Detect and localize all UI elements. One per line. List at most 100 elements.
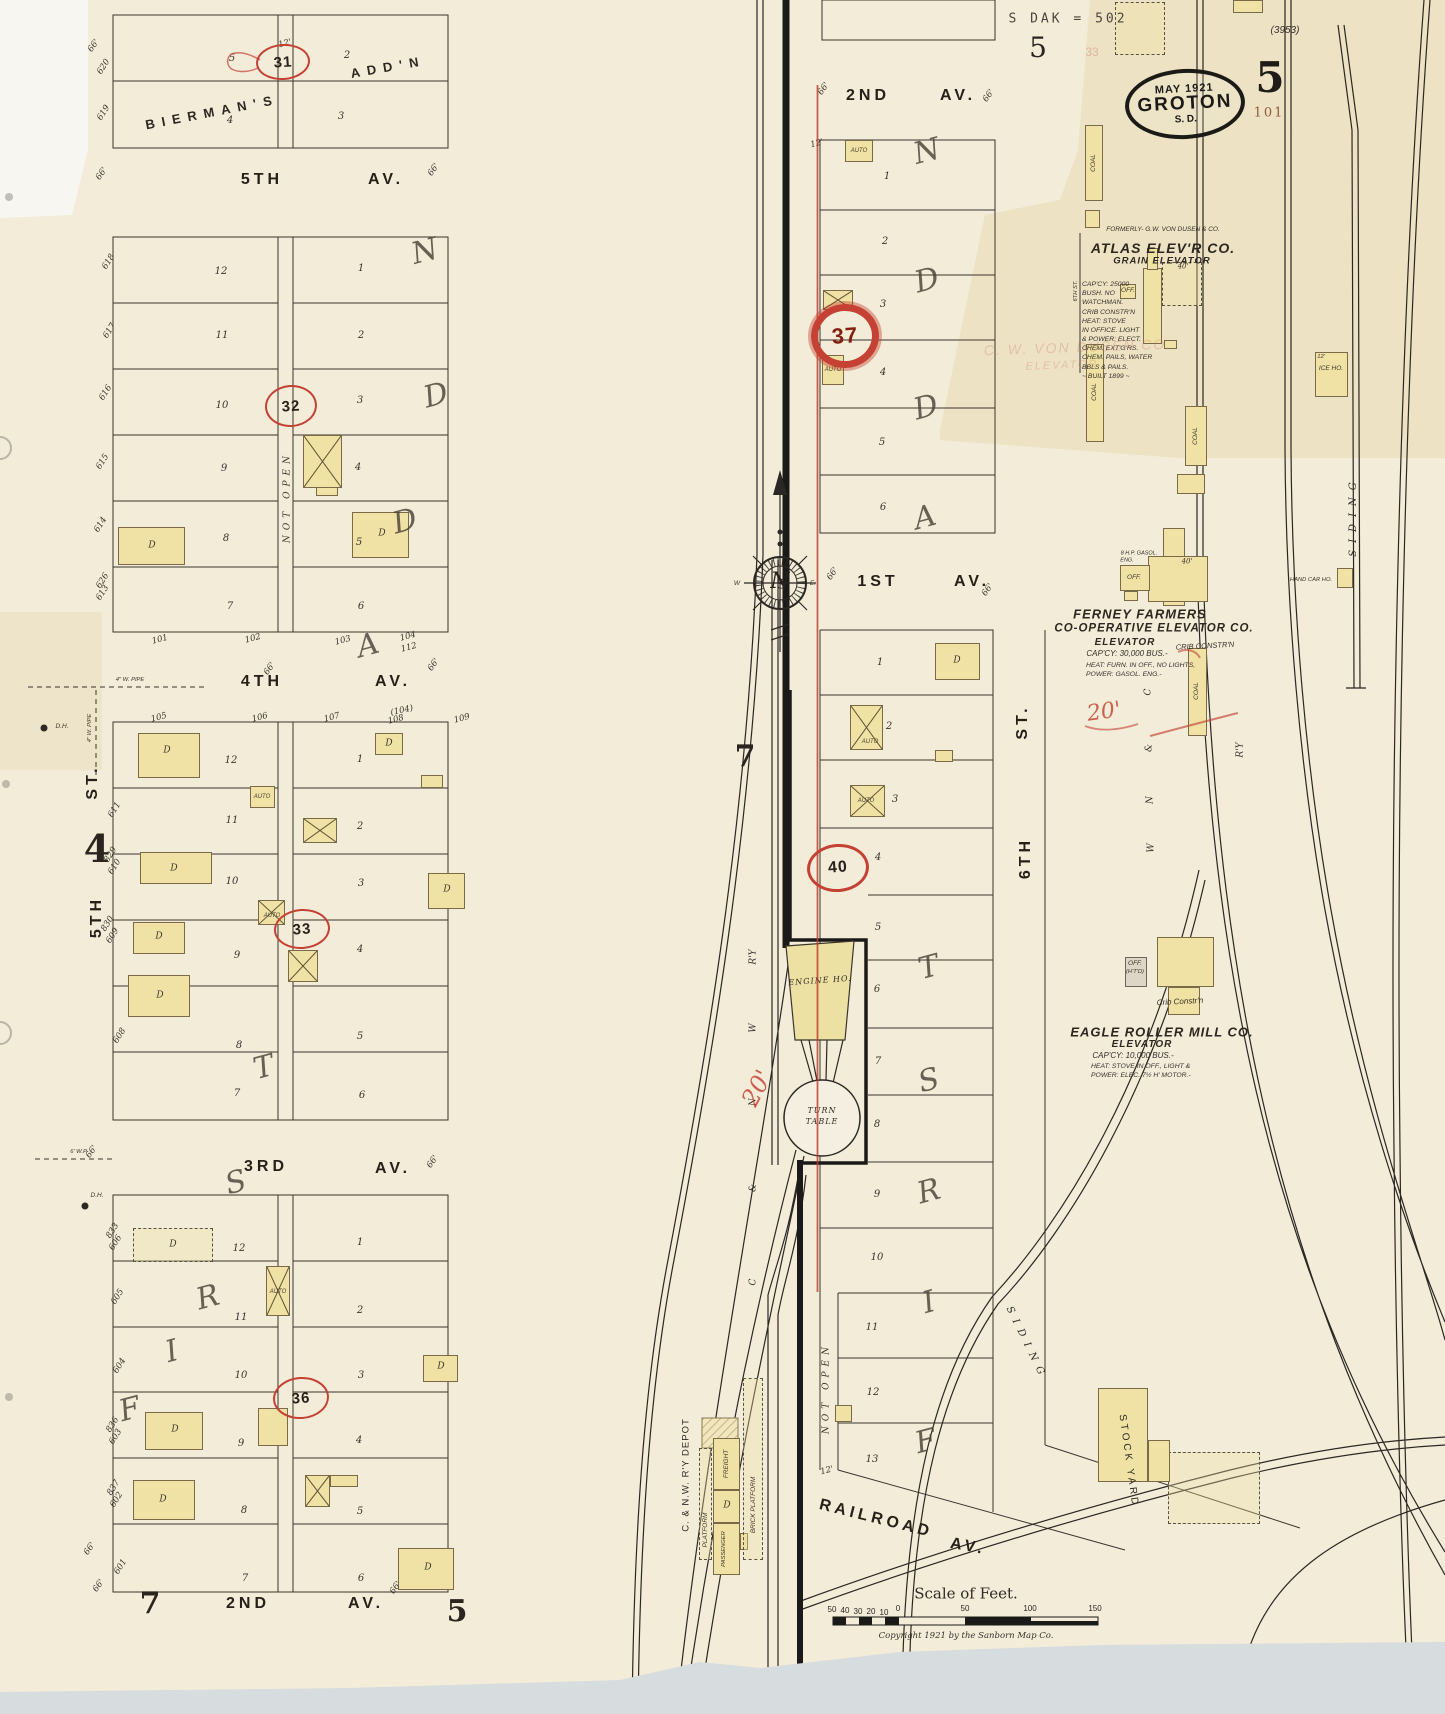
building-46 bbox=[1162, 262, 1202, 306]
lots-11: 2 bbox=[357, 330, 365, 341]
industry-0: FORMERLY- G.W. VON DUSEN & CO. bbox=[1106, 225, 1220, 233]
scale-bar bbox=[832, 1616, 1099, 1626]
building-40 bbox=[1085, 125, 1103, 201]
lots-24: 3 bbox=[357, 878, 365, 889]
header-1: 5 bbox=[1029, 31, 1047, 64]
lots-16: 12 bbox=[224, 755, 238, 766]
building-31 bbox=[835, 1405, 852, 1422]
compass-rose bbox=[744, 470, 816, 652]
lots-53: 8 bbox=[873, 1119, 881, 1130]
building-11 bbox=[421, 775, 443, 788]
building-13 bbox=[128, 975, 190, 1017]
building-0 bbox=[303, 435, 342, 488]
small-8: D bbox=[378, 528, 386, 539]
lots-18: 10 bbox=[225, 876, 239, 887]
industry-7: CAP'CY: 30,000 BUS.- bbox=[1086, 649, 1168, 658]
engine-house bbox=[785, 940, 855, 1041]
lots-21: 7 bbox=[233, 1088, 241, 1099]
small-15: D bbox=[169, 1239, 177, 1250]
small-21: OFF. bbox=[1121, 286, 1135, 294]
building-43 bbox=[1120, 284, 1136, 299]
lots-13: 4 bbox=[354, 462, 362, 473]
industry-6: ELEVATOR bbox=[1094, 637, 1156, 648]
header-0: S DAK = 502 bbox=[1008, 11, 1128, 27]
building-25 bbox=[823, 290, 853, 310]
lots-31: 9 bbox=[237, 1438, 245, 1449]
building-21 bbox=[330, 1475, 358, 1487]
scale_ticks-8: 150 bbox=[1088, 1604, 1102, 1613]
small-19: D bbox=[424, 1562, 432, 1573]
streets-3: AV. bbox=[374, 673, 412, 690]
industry-1: ATLAS ELEV'R CO. bbox=[1090, 240, 1236, 256]
streets-0: 5TH bbox=[240, 171, 284, 188]
small-20: D bbox=[953, 655, 961, 666]
small-45: 6' W.P. bbox=[70, 1149, 88, 1156]
lots-44: 5 bbox=[878, 437, 886, 448]
lots-3: 3 bbox=[337, 111, 345, 122]
streets-6: 2ND bbox=[225, 1595, 271, 1612]
small-12: D bbox=[385, 738, 393, 749]
lots-50: 5 bbox=[874, 922, 882, 933]
streets-8: 2ND bbox=[845, 87, 891, 104]
lots-46: 1 bbox=[876, 657, 884, 668]
building-1 bbox=[316, 487, 338, 496]
lots-32: 8 bbox=[240, 1505, 248, 1516]
red-note-1: 20' bbox=[1085, 697, 1123, 727]
streets-4: 3RD bbox=[243, 1158, 289, 1175]
lots-5: 11 bbox=[215, 330, 229, 341]
small-27: HAND CAR HO. bbox=[1289, 577, 1333, 584]
dims-19: 40' bbox=[1181, 557, 1193, 566]
lots-27: 6 bbox=[358, 1090, 366, 1101]
lots-36: 3 bbox=[357, 1370, 365, 1381]
red-circled-31: 31 bbox=[254, 42, 312, 82]
building-62 bbox=[1148, 1440, 1170, 1482]
lots-40: 1 bbox=[883, 171, 891, 182]
lots-9: 7 bbox=[226, 601, 234, 612]
lots-8: 8 bbox=[222, 533, 230, 544]
building-32 bbox=[713, 1438, 740, 1490]
lots-30: 10 bbox=[234, 1370, 248, 1381]
lots-58: 13 bbox=[865, 1454, 879, 1465]
lots-55: 10 bbox=[870, 1252, 884, 1263]
building-27 bbox=[935, 643, 980, 680]
small-3: AUTO bbox=[850, 148, 868, 154]
building-52 bbox=[1120, 565, 1150, 591]
small-2: AUTO bbox=[269, 1289, 287, 1295]
streets-10: 1ST bbox=[857, 573, 899, 590]
lots-49: 4 bbox=[874, 852, 882, 863]
small-16: D bbox=[171, 1424, 179, 1435]
industry-2: GRAIN ELEVATOR bbox=[1113, 255, 1211, 267]
building-45 bbox=[1147, 248, 1158, 270]
lots-2: 4 bbox=[226, 115, 234, 126]
scale_ticks-3: 20 bbox=[866, 1607, 876, 1616]
building-34 bbox=[713, 1523, 740, 1575]
streets-1: AV. bbox=[367, 171, 405, 188]
building-51 bbox=[1148, 556, 1208, 602]
building-6 bbox=[140, 852, 212, 884]
industry-8: HEAT: FURN. IN OFF., NO LIGHTS,POWER: GA… bbox=[1086, 662, 1196, 679]
lots-25: 4 bbox=[356, 944, 364, 955]
misc-3: S bbox=[776, 577, 786, 593]
header-3: (3953) bbox=[1270, 25, 1300, 36]
small-14: D bbox=[156, 990, 164, 1001]
small-5: AUTO bbox=[861, 739, 879, 745]
red-note-0: 20' bbox=[735, 1065, 779, 1111]
building-22 bbox=[423, 1355, 458, 1382]
building-28 bbox=[850, 705, 883, 750]
lots-45: 6 bbox=[879, 502, 887, 513]
building-23 bbox=[398, 1548, 454, 1590]
lots-35: 2 bbox=[356, 1305, 364, 1316]
building-24 bbox=[845, 140, 873, 162]
building-55 bbox=[1337, 568, 1353, 588]
scale_ticks-0: 50 bbox=[827, 1605, 837, 1614]
industry-10: 8 H.P. GASOL. bbox=[1120, 550, 1158, 557]
building-42 bbox=[1086, 344, 1104, 442]
building-10 bbox=[375, 733, 403, 755]
lots-10: 1 bbox=[357, 263, 365, 274]
small-7: D bbox=[148, 540, 156, 551]
blocknums-3: 7 bbox=[734, 739, 756, 774]
lots-51: 6 bbox=[873, 984, 881, 995]
lots-23: 2 bbox=[356, 821, 364, 832]
